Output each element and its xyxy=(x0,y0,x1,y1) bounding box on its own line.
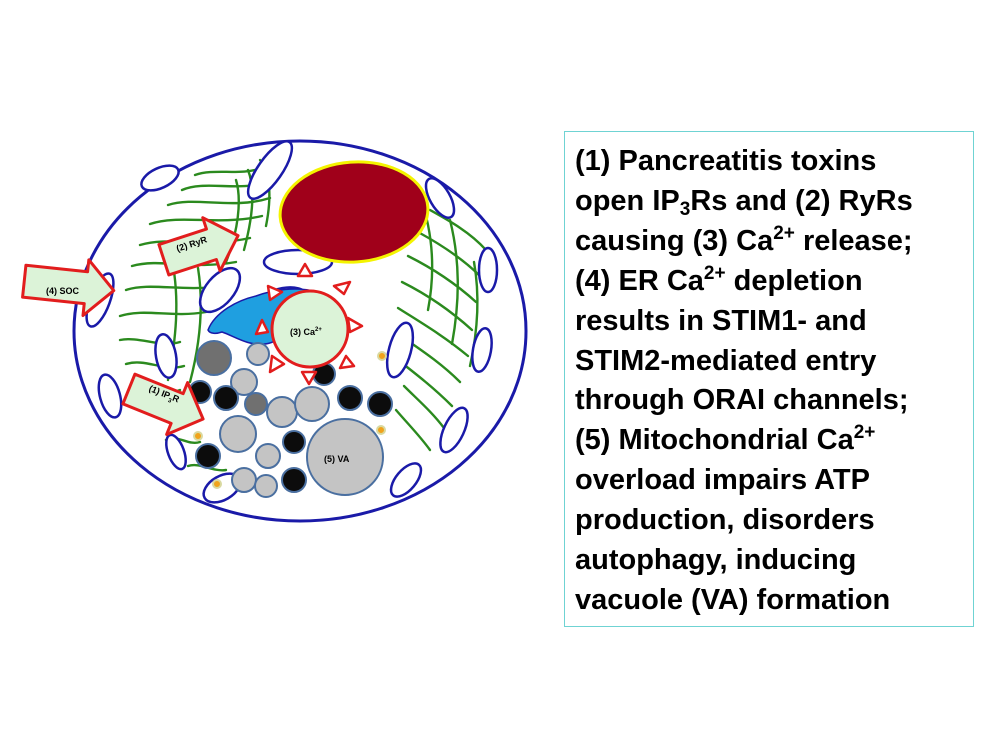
caption-line: causing (3) Ca2+ release; xyxy=(575,222,913,257)
va-label: (5) VA xyxy=(324,454,350,464)
caption-line: STIM2-mediated entry xyxy=(575,344,877,377)
caption-line: (5) Mitochondrial Ca2+ xyxy=(575,422,876,457)
ca-label: (3) Ca2+ xyxy=(290,327,322,337)
soc-label: (4) SOC xyxy=(46,286,80,296)
mitochondria-dots xyxy=(193,351,387,489)
caption-line: autophagy, inducing xyxy=(575,544,857,577)
ip3r-arrow: (1) IP3R xyxy=(121,372,205,436)
caption-line: overload impairs ATP xyxy=(575,464,870,497)
caption-line: (1) Pancreatitis toxins xyxy=(575,145,877,177)
ryr-arrow: (2) RyR xyxy=(157,216,240,277)
caption-box: (1) Pancreatitis toxins open IP3Rs and (… xyxy=(564,131,974,627)
cell-diagram: (3) Ca2+ (5) VA (4) SOC (2) RyR (1) IP3R xyxy=(21,139,528,523)
ca-release-circle xyxy=(270,289,350,369)
ca-release-burst xyxy=(254,262,364,386)
caption-line: open IP3Rs and (2) RyRs xyxy=(575,184,913,220)
caption-line: results in STIM1- and xyxy=(575,304,867,337)
nucleus xyxy=(278,160,430,264)
caption-line: vacuole (VA) formation xyxy=(575,583,891,616)
caption-line: production, disorders xyxy=(575,504,875,537)
caption-line: through ORAI channels; xyxy=(575,384,909,417)
caption-line: (4) ER Ca2+ depletion xyxy=(575,262,863,297)
soc-arrow: (4) SOC xyxy=(21,258,116,318)
